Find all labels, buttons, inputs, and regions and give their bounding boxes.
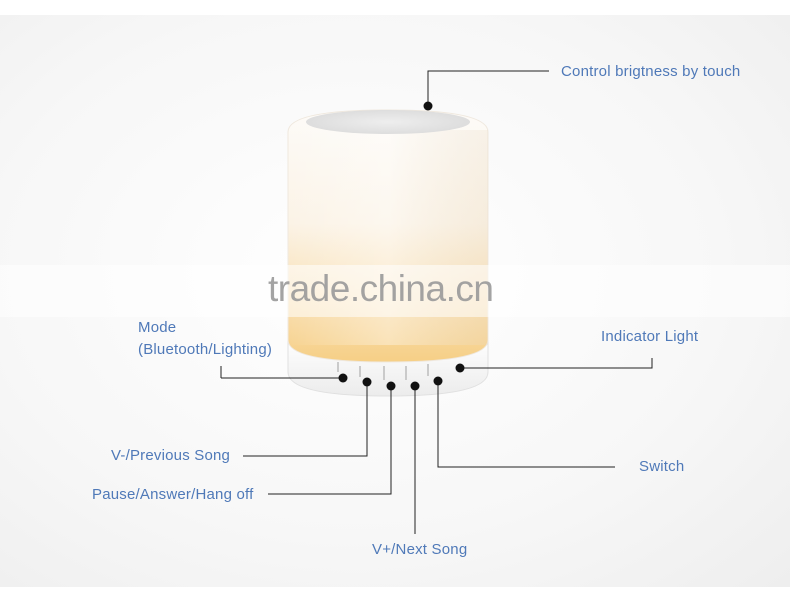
callout-dots [338, 101, 465, 391]
base-button-marks [337, 362, 429, 380]
label-pause-answer: Pause/Answer/Hang off [92, 486, 254, 503]
label-mode-sub: (Bluetooth/Lighting) [138, 341, 273, 358]
label-switch: Switch [639, 458, 685, 475]
watermark-band [0, 265, 790, 317]
label-volume-down: V-/Previous Song [111, 447, 231, 464]
label-indicator-light: Indicator Light [601, 328, 699, 345]
callout-lines [220, 70, 653, 534]
touch-top [306, 110, 470, 134]
label-control-brightness: Control brigtness by touch [561, 63, 741, 80]
label-mode: Mode [138, 319, 177, 336]
watermark-text: trade.china.cn [268, 268, 494, 309]
label-volume-up: V+/Next Song [372, 541, 468, 558]
